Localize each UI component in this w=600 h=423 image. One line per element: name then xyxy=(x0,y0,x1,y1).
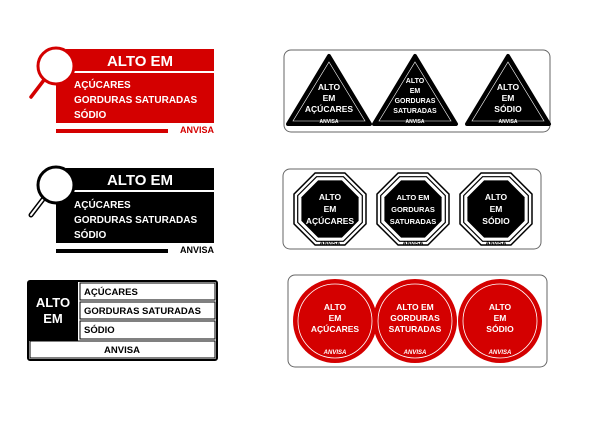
svg-text:ALTO: ALTO xyxy=(489,302,512,312)
title: ALTO EM xyxy=(107,172,173,189)
svg-text:ALTO EM: ALTO EM xyxy=(396,302,433,312)
anvisa-text: ANVISA xyxy=(180,245,215,255)
magnifier-icon xyxy=(28,46,76,100)
svg-text:ALTO: ALTO xyxy=(318,82,341,92)
svg-text:EM: EM xyxy=(324,204,337,214)
anvisa-text: ANVISA xyxy=(403,241,424,247)
title-alto: ALTO xyxy=(36,295,70,310)
svg-text:ANVISA: ANVISA xyxy=(499,119,518,125)
item-acucares: AÇÚCARES xyxy=(84,286,138,298)
title-em: EM xyxy=(43,311,63,326)
item-gorduras: GORDURAS SATURADAS xyxy=(74,215,197,226)
triangle-sodio: ALTO EM SÓDIO ANVISA xyxy=(465,54,551,126)
svg-text:ALTO: ALTO xyxy=(406,78,425,85)
svg-text:ANVISA: ANVISA xyxy=(403,350,427,356)
anvisa-text: ANVISA xyxy=(320,241,341,247)
circle-sodio: ALTO EM SÓDIO ANVISA xyxy=(458,279,542,363)
svg-text:ANVISA: ANVISA xyxy=(488,350,512,356)
triangle-panel: ALTO EM AÇÚCARES ANVISA ALTO EM GORDURAS… xyxy=(283,49,551,133)
svg-text:EM: EM xyxy=(502,93,515,103)
svg-text:AÇÚCARES: AÇÚCARES xyxy=(306,215,355,226)
anvisa-text: ANVISA xyxy=(180,125,215,135)
svg-text:ANVISA: ANVISA xyxy=(323,350,347,356)
svg-text:ALTO: ALTO xyxy=(319,192,342,202)
red-magnifier-label: ALTO EM AÇÚCARES GORDURAS SATURADAS SÓDI… xyxy=(28,46,215,135)
svg-text:SATURADAS: SATURADAS xyxy=(389,324,442,334)
svg-text:SÓDIO: SÓDIO xyxy=(482,215,510,226)
item-gorduras: GORDURAS SATURADAS xyxy=(74,95,197,106)
title: ALTO EM xyxy=(107,53,173,70)
svg-text:ALTO EM: ALTO EM xyxy=(396,193,429,202)
svg-text:SÓDIO: SÓDIO xyxy=(486,323,514,334)
svg-text:SATURADAS: SATURADAS xyxy=(390,217,437,226)
item-acucares: AÇÚCARES xyxy=(74,198,131,211)
item-gorduras: GORDURAS SATURADAS xyxy=(84,306,201,317)
svg-text:EM: EM xyxy=(490,204,503,214)
svg-text:ALTO: ALTO xyxy=(324,302,347,312)
svg-text:GORDURAS: GORDURAS xyxy=(391,205,435,214)
svg-text:GORDURAS: GORDURAS xyxy=(390,313,440,323)
svg-text:ALTO: ALTO xyxy=(497,82,520,92)
svg-text:ANVISA: ANVISA xyxy=(320,119,339,125)
table-label: ALTO EM AÇÚCARES GORDURAS SATURADAS SÓDI… xyxy=(27,280,218,361)
svg-text:EM: EM xyxy=(494,313,507,323)
svg-text:AÇÚCARES: AÇÚCARES xyxy=(311,323,360,334)
svg-text:EM: EM xyxy=(323,93,336,103)
item-sodio: SÓDIO xyxy=(74,108,106,121)
svg-text:SATURADAS: SATURADAS xyxy=(393,108,437,115)
octagon-gorduras: ALTO EM GORDURAS SATURADAS ANVISA xyxy=(376,172,450,247)
svg-text:AÇÚCARES: AÇÚCARES xyxy=(305,103,354,114)
svg-text:EM: EM xyxy=(410,88,421,95)
svg-text:ANVISA: ANVISA xyxy=(406,119,425,125)
item-acucares: AÇÚCARES xyxy=(74,78,131,91)
circle-panel: ALTO EM AÇÚCARES ANVISA ALTO EM GORDURAS… xyxy=(287,274,548,368)
svg-text:ALTO: ALTO xyxy=(485,192,508,202)
svg-text:SÓDIO: SÓDIO xyxy=(494,103,522,114)
item-sodio: SÓDIO xyxy=(74,228,106,241)
anvisa-text: ANVISA xyxy=(104,345,140,356)
item-sodio: SÓDIO xyxy=(84,324,115,336)
magnifier-icon xyxy=(28,165,76,218)
svg-text:GORDURAS: GORDURAS xyxy=(395,98,436,105)
triangle-acucares: ALTO EM AÇÚCARES ANVISA xyxy=(286,54,372,126)
circle-acucares: ALTO EM AÇÚCARES ANVISA xyxy=(293,279,377,363)
black-magnifier-label: ALTO EM AÇÚCARES GORDURAS SATURADAS SÓDI… xyxy=(28,165,215,255)
anvisa-text: ANVISA xyxy=(486,241,507,247)
circle-gorduras: ALTO EM GORDURAS SATURADAS ANVISA xyxy=(373,279,457,363)
svg-text:EM: EM xyxy=(329,313,342,323)
triangle-gorduras: ALTO EM GORDURAS SATURADAS ANVISA xyxy=(372,54,458,126)
